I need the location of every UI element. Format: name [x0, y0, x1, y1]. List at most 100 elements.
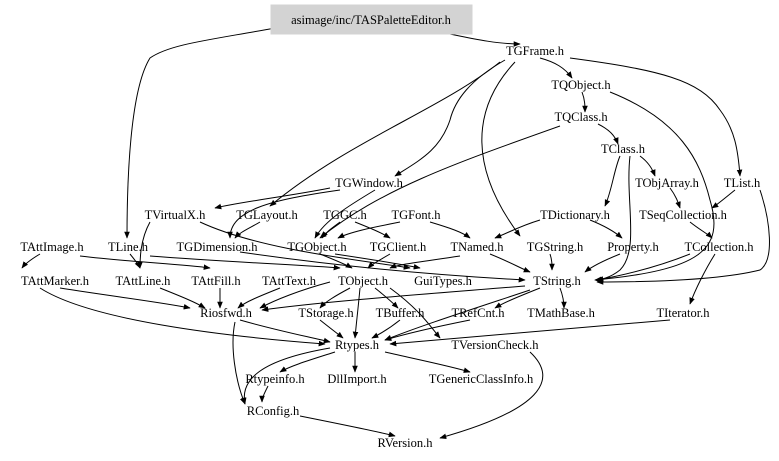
edge-tcollection-titerator — [689, 253, 716, 305]
edge-tnamed-tobject — [389, 255, 461, 269]
edge-riosfwd-rconfig — [232, 321, 246, 405]
edge-tgobject-guitypes — [334, 253, 421, 270]
node-tBuffer[interactable]: TBuffer.h — [376, 306, 425, 320]
node-tVirtualX[interactable]: TVirtualX.h — [145, 208, 206, 222]
node-rVersion[interactable]: RVersion.h — [378, 436, 434, 450]
edge-root-tattimage — [124, 27, 276, 239]
edge-riosfwd-rtypes — [239, 319, 331, 344]
edge-tclass-tobjarray — [639, 155, 656, 177]
node-label-root: asimage/inc/TASPaletteEditor.h — [291, 13, 451, 27]
edge-tgclient-tobject — [367, 253, 391, 269]
edge-tgfont-tgobject — [337, 221, 401, 239]
edge-tatttext-riosfwd — [237, 287, 281, 309]
edge-tobject-tstorage — [319, 287, 351, 309]
edge-tgframe-tlist — [569, 57, 743, 177]
edge-tglayout-tgdimension — [234, 221, 261, 239]
edge-tobject-tversioncheck — [389, 287, 441, 339]
edge-tgfont-tnamed — [429, 221, 471, 239]
edge-tattline-riosfwd — [159, 287, 206, 309]
node-tGenericClassInfo[interactable]: TGenericClassInfo.h — [429, 372, 534, 386]
node-tIterator[interactable]: TIterator.h — [656, 306, 710, 320]
edge-tclass-tdictionary — [604, 155, 621, 207]
edge-tstring-riosfwd — [261, 285, 526, 312]
edge-tgwindow-tgobject — [314, 189, 376, 239]
edge-tattmarker-riosfwd — [59, 287, 191, 310]
node-tObject[interactable]: TObject.h — [338, 274, 389, 288]
node-rtypeinfo[interactable]: Rtypeinfo.h — [245, 372, 305, 386]
node-tAttFill[interactable]: TAttFill.h — [191, 274, 241, 288]
node-tgFont[interactable]: TGFont.h — [392, 208, 442, 222]
node-tqClass[interactable]: TQClass.h — [554, 110, 608, 124]
edge-tline-tattline — [129, 253, 141, 269]
edge-tstring-tmathbase — [559, 287, 567, 309]
node-tgObject[interactable]: TGObject.h — [287, 240, 347, 254]
edge-tqobject-tstring — [594, 91, 715, 283]
edge-tattmarker-rtypes — [39, 287, 326, 347]
edge-rtypes-rconfig — [240, 347, 331, 405]
edge-rtypes-rtypeinfo — [279, 351, 336, 373]
edge-tgwindow-tgdimension — [227, 189, 341, 239]
edge-tgstring-tstring — [549, 253, 555, 271]
edge-tgwindow-tvirtualx — [214, 187, 331, 210]
edge-tggc-tgobject — [321, 221, 341, 239]
edge-rtypeinfo-rconfig — [259, 385, 269, 403]
node-tAttImage[interactable]: TAttImage.h — [20, 240, 84, 254]
node-tRefCnt[interactable]: TRefCnt.h — [451, 306, 505, 320]
edge-tgframe-tgstring — [481, 61, 521, 237]
edge-tgobject-tobject — [319, 253, 353, 269]
edge-rconfig-rversion — [299, 415, 396, 438]
node-tggc[interactable]: TGGC.h — [323, 208, 367, 222]
node-tList[interactable]: TList.h — [724, 176, 761, 190]
edge-tstring-rtypes — [384, 289, 531, 341]
node-tDictionary[interactable]: TDictionary.h — [540, 208, 610, 222]
node-rtypes[interactable]: Rtypes.h — [335, 338, 380, 352]
edge-trefcnt-rtypes — [384, 319, 471, 341]
node-tLine[interactable]: TLine.h — [108, 240, 149, 254]
edge-tqobject-tqclass — [581, 91, 588, 113]
node-tAttText[interactable]: TAttText.h — [262, 274, 317, 288]
node-tStorage[interactable]: TStorage.h — [298, 306, 354, 320]
node-dllImport[interactable]: DllImport.h — [327, 372, 387, 386]
node-rConfig[interactable]: RConfig.h — [247, 404, 300, 418]
edge-tlist-tstring — [596, 189, 770, 285]
edge-tdictionary-property — [589, 219, 623, 239]
edge-tqclass-tclass — [597, 123, 619, 145]
node-tgString[interactable]: TGString.h — [527, 240, 584, 254]
edge-tdictionary-tnamed — [494, 219, 541, 239]
node-tgFrame[interactable]: TGFrame.h — [506, 44, 565, 58]
node-tObjArray[interactable]: TObjArray.h — [635, 176, 700, 190]
edge-tversioncheck-rversion — [439, 351, 544, 439]
edge-tnamed-tstring — [489, 253, 531, 273]
node-property[interactable]: Property.h — [607, 240, 659, 254]
edge-tbuffer-rtypes — [371, 319, 401, 339]
edge-tattimage-tattmarker — [21, 253, 41, 269]
node-tAttMarker[interactable]: TAttMarker.h — [21, 274, 90, 288]
node-tgLayout[interactable]: TGLayout.h — [236, 208, 298, 222]
node-riosfwd[interactable]: Riosfwd.h — [200, 306, 252, 320]
edge-tgframe-tqobject — [539, 57, 573, 79]
node-tVersionCheck[interactable]: TVersionCheck.h — [451, 338, 539, 352]
node-tasPaletteEditor[interactable]: asimage/inc/TASPaletteEditor.h — [270, 4, 473, 35]
node-tSeqCollection[interactable]: TSeqCollection.h — [639, 208, 728, 222]
edge-tqclass-tgobject — [319, 125, 561, 239]
node-tAttLine[interactable]: TAttLine.h — [116, 274, 172, 288]
edge-tggc-tgclient — [354, 221, 391, 239]
edge-tstorage-rtypes — [319, 319, 344, 339]
node-tCollection[interactable]: TCollection.h — [684, 240, 754, 254]
edge-tobjarray-tseqcollection — [669, 187, 681, 209]
edge-tobject-riosfwd — [259, 281, 331, 309]
node-tClass[interactable]: TClass.h — [601, 142, 646, 156]
node-tString[interactable]: TString.h — [533, 274, 581, 288]
edge-tgframe-tgwindow — [394, 59, 506, 177]
node-tgWindow[interactable]: TGWindow.h — [335, 176, 404, 190]
node-tgClient[interactable]: TGClient.h — [370, 240, 427, 254]
edge-tobject-rtypes — [352, 287, 361, 339]
node-tMathBase[interactable]: TMathBase.h — [527, 306, 595, 320]
node-tgDimension[interactable]: TGDimension.h — [177, 240, 259, 254]
edge-tgframe-tglayout — [269, 61, 501, 207]
node-tNamed[interactable]: TNamed.h — [450, 240, 504, 254]
node-guiTypes[interactable]: GuiTypes.h — [414, 274, 473, 288]
edge-tgdimension-tstring — [239, 251, 526, 283]
node-tqObject[interactable]: TQObject.h — [551, 78, 611, 92]
